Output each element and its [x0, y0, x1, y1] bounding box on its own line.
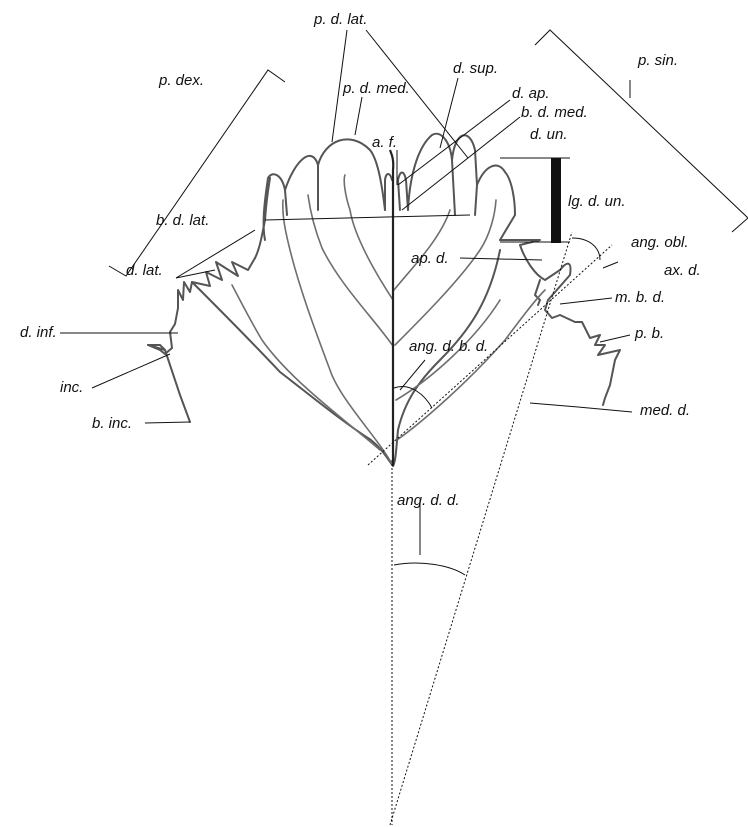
label-d-inf: d. inf.	[20, 324, 57, 341]
bracket-p-d-lat-1	[331, 29, 348, 143]
arc-ang-d-b-d	[393, 386, 433, 409]
leader-lines	[60, 77, 633, 555]
label-p-sin: p. sin.	[637, 52, 678, 69]
label-m-b-d: m. b. d.	[615, 289, 665, 306]
label-ap-d: ap. d.	[411, 250, 449, 267]
midrib	[388, 149, 395, 466]
label-p-dex: p. dex.	[158, 72, 204, 89]
label-a-f: a. f.	[372, 134, 397, 151]
labels: p. d. lat. p. sin. p. dex. d. sup. p. d.…	[20, 11, 701, 509]
label-p-b: p. b.	[634, 325, 664, 342]
arc-ang-d-d	[393, 562, 466, 576]
label-b-d-med: b. d. med.	[521, 104, 588, 121]
label-lg-d-un: lg. d. un.	[568, 193, 626, 210]
angle-arcs	[393, 237, 601, 576]
label-ax-d: ax. d.	[664, 262, 701, 279]
label-inc: inc.	[60, 379, 83, 396]
label-p-d-med: p. d. med.	[342, 80, 410, 97]
bracket-p-d-lat-2	[365, 29, 469, 159]
length-bar	[551, 158, 561, 243]
construction-lines	[367, 231, 613, 826]
leaf-veins	[231, 174, 546, 467]
label-ang-d-d: ang. d. d.	[397, 492, 460, 509]
arc-ang-obl	[571, 237, 601, 261]
label-ang-d-b-d: ang. d. b. d.	[409, 338, 488, 355]
label-d-sup: d. sup.	[453, 60, 498, 77]
bracket-p-sin	[534, 29, 748, 233]
label-d-un: d. un.	[530, 126, 568, 143]
label-b-d-lat: b. d. lat.	[156, 212, 209, 229]
label-ang-obl: ang. obl.	[631, 234, 689, 251]
leaf-outline	[147, 132, 621, 467]
label-d-ap: d. ap.	[512, 85, 550, 102]
label-d-lat: d. lat.	[126, 262, 163, 279]
label-med-d: med. d.	[640, 402, 690, 419]
brackets	[108, 29, 748, 277]
bracket-p-dex	[108, 69, 286, 277]
label-b-inc: b. inc.	[92, 415, 132, 432]
label-p-d-lat: p. d. lat.	[313, 11, 367, 28]
